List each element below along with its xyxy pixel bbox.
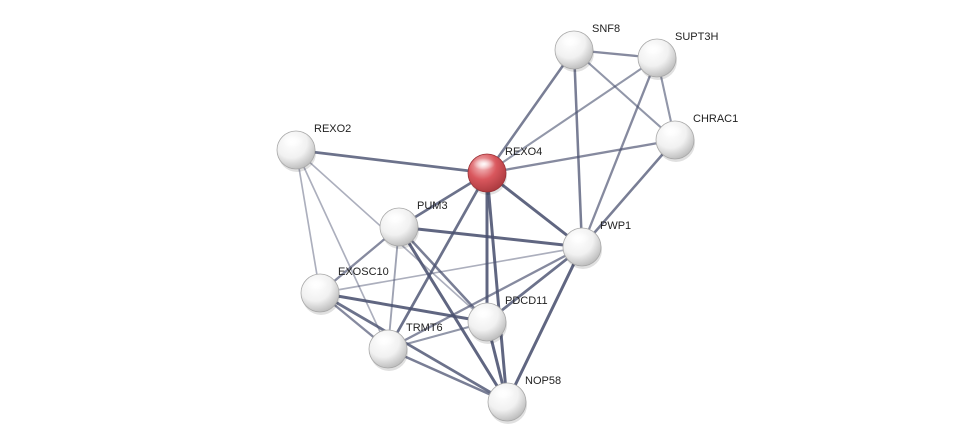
node-highlight xyxy=(560,35,582,47)
node-label-chrac1: CHRAC1 xyxy=(693,113,738,125)
node-highlight xyxy=(282,135,304,147)
node-rexo2[interactable]: REXO2 xyxy=(276,123,351,172)
node-label-supt3h: SUPT3H xyxy=(675,31,718,43)
node-chrac1[interactable]: CHRAC1 xyxy=(655,113,738,162)
edge-pum3-pwp1 xyxy=(397,225,584,249)
node-label-nop58: NOP58 xyxy=(525,375,561,387)
node-label-snf8: SNF8 xyxy=(592,23,620,35)
node-highlight xyxy=(385,212,407,224)
node-highlight xyxy=(473,307,495,319)
edge-pum3-trmt6 xyxy=(387,226,400,350)
edge-supt3h-pwp1 xyxy=(580,56,659,249)
node-highlight xyxy=(306,278,328,290)
edge-exosc10-nop58 xyxy=(318,291,509,404)
node-highlight xyxy=(568,232,590,244)
node-label-pum3: PUM3 xyxy=(417,200,448,212)
edge-snf8-chrac1 xyxy=(572,48,677,142)
edge-chrac1-rexo4 xyxy=(485,138,677,175)
node-highlight xyxy=(493,387,515,399)
node-label-trmt6: TRMT6 xyxy=(406,322,443,334)
node-supt3h[interactable]: SUPT3H xyxy=(637,31,718,80)
edge-snf8-rexo4 xyxy=(485,48,576,175)
edge-exosc10-pdcd11 xyxy=(318,291,489,324)
node-trmt6[interactable]: TRMT6 xyxy=(368,322,443,371)
node-highlight xyxy=(643,43,665,55)
node-exosc10[interactable]: EXOSC10 xyxy=(300,266,389,315)
edge-pwp1-pdcd11 xyxy=(485,245,584,324)
edge-pwp1-exosc10 xyxy=(319,246,583,294)
node-snf8[interactable]: SNF8 xyxy=(554,23,620,72)
node-rexo4[interactable]: REXO4 xyxy=(467,146,542,195)
edge-pum3-pdcd11 xyxy=(397,225,489,324)
node-pdcd11[interactable]: PDCD11 xyxy=(467,295,548,344)
edge-snf8-pwp1 xyxy=(572,48,584,249)
node-highlight xyxy=(661,125,683,137)
edge-chrac1-pwp1 xyxy=(580,138,677,249)
edge-rexo2-trmt6 xyxy=(295,149,389,350)
node-pum3[interactable]: PUM3 xyxy=(379,200,448,249)
edge-supt3h-rexo4 xyxy=(485,56,659,175)
edge-trmt6-nop58 xyxy=(386,347,509,404)
edge-pwp1-nop58 xyxy=(505,245,584,404)
node-highlight xyxy=(473,158,495,170)
node-label-pdcd11: PDCD11 xyxy=(505,295,548,307)
node-pwp1[interactable]: PWP1 xyxy=(562,220,631,269)
node-label-pwp1: PWP1 xyxy=(600,220,631,232)
edge-rexo2-rexo4 xyxy=(294,148,489,175)
edge-rexo4-nop58 xyxy=(485,171,509,404)
edge-pwp1-trmt6 xyxy=(386,245,584,351)
edge-rexo4-trmt6 xyxy=(386,171,489,351)
node-label-exosc10: EXOSC10 xyxy=(338,266,389,278)
node-label-rexo2: REXO2 xyxy=(314,123,351,135)
edge-rexo4-pwp1 xyxy=(485,171,584,249)
node-nop58[interactable]: NOP58 xyxy=(487,375,561,424)
node-label-rexo4: REXO4 xyxy=(505,146,542,158)
node-highlight xyxy=(374,334,396,346)
edge-rexo2-exosc10 xyxy=(295,149,321,294)
